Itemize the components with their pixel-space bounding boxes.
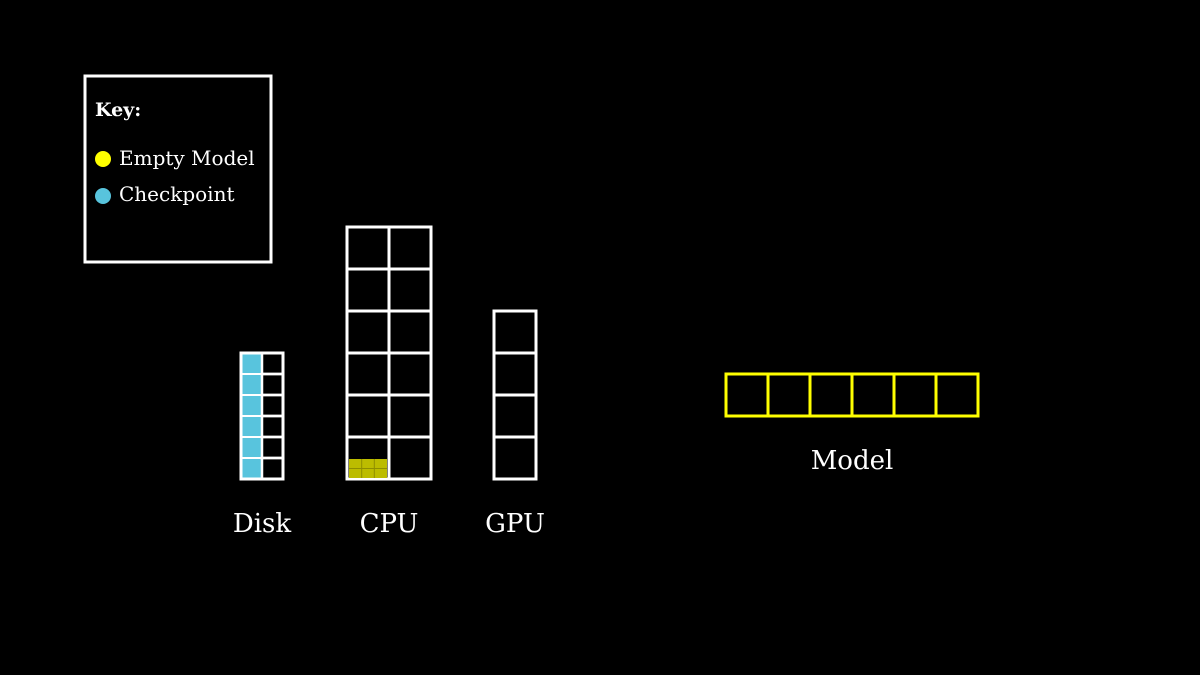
model-layer — [724, 372, 770, 418]
model-layer — [850, 372, 896, 418]
cpu-grid — [345, 225, 433, 481]
disk-checkpoint-block — [240, 457, 263, 480]
empty-model-key-dot — [95, 151, 111, 167]
model-layer — [934, 372, 980, 418]
disk-label: Disk — [233, 509, 292, 539]
cpu-slot — [387, 267, 433, 313]
gpu-slot — [492, 435, 538, 481]
cpu-empty-model-block — [349, 459, 387, 478]
checkpoint-key-label: Checkpoint — [119, 182, 235, 206]
disk-storage: Disk — [233, 351, 292, 539]
cpu-slot — [345, 351, 391, 397]
disk-empty-column — [260, 351, 285, 481]
cpu-slot — [345, 267, 391, 313]
model-layers — [724, 372, 980, 418]
model: Model — [724, 372, 980, 476]
key-box — [83, 74, 273, 264]
cpu-memory: CPU — [345, 225, 433, 539]
disk-slot — [260, 393, 285, 418]
checkpoint-key-dot — [95, 188, 111, 204]
disk-slot — [260, 351, 285, 376]
cpu-slot — [387, 351, 433, 397]
cpu-slot — [387, 225, 433, 271]
model-layer — [892, 372, 938, 418]
key-title: Key: — [95, 99, 141, 121]
cpu-slot — [345, 393, 391, 439]
disk-checkpoint-block — [240, 352, 263, 375]
gpu-slot — [492, 309, 538, 355]
disk-checkpoint-block — [240, 415, 263, 438]
gpu-slot — [492, 393, 538, 439]
disk-checkpoint-column — [240, 352, 263, 480]
cpu-slot — [345, 225, 391, 271]
cpu-slot — [387, 309, 433, 355]
gpu-memory: GPU — [485, 309, 545, 539]
disk-slot — [260, 435, 285, 460]
disk-slot — [260, 372, 285, 397]
disk-outline — [239, 351, 285, 481]
gpu-slot — [492, 351, 538, 397]
empty-model-key-label: Empty Model — [119, 146, 255, 170]
model-label: Model — [811, 446, 894, 476]
model-layer — [808, 372, 854, 418]
disk-checkpoint-block — [240, 436, 263, 459]
disk-checkpoint-block — [240, 394, 263, 417]
disk-slot — [260, 414, 285, 439]
gpu-grid — [492, 309, 538, 481]
cpu-slot — [387, 393, 433, 439]
key-legend: Key: Empty Model Checkpoint — [83, 74, 273, 264]
cpu-slot — [387, 435, 433, 481]
cpu-label: CPU — [360, 509, 419, 539]
disk-checkpoint-block — [240, 373, 263, 396]
model-layer — [766, 372, 812, 418]
disk-slot — [260, 456, 285, 481]
cpu-slot — [345, 309, 391, 355]
gpu-label: GPU — [485, 509, 545, 539]
